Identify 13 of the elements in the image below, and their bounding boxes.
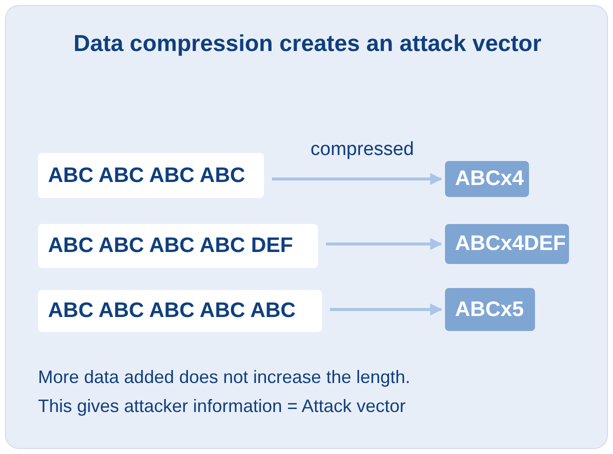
note-text: This gives attacker information = Attack vector [38, 396, 406, 417]
compressed-text-box: ABCx5 [445, 288, 535, 331]
text-box: ABC ABC ABC ABC ABC [38, 290, 322, 332]
arrow [326, 238, 442, 250]
arrow [272, 173, 442, 185]
text-box: ABC ABC ABC ABC [38, 153, 264, 198]
compressed-text-box: ABCx4 [445, 161, 529, 197]
note-text: More data added does not increase the length. [38, 367, 410, 388]
compressed-text-box: ABCx4DEF [445, 224, 569, 264]
text-box: ABC ABC ABC ABC DEF [38, 224, 318, 268]
edge-label: compressed [308, 139, 416, 161]
arrow [330, 304, 442, 316]
diagram-title: Data compression creates an attack vector [72, 30, 542, 57]
